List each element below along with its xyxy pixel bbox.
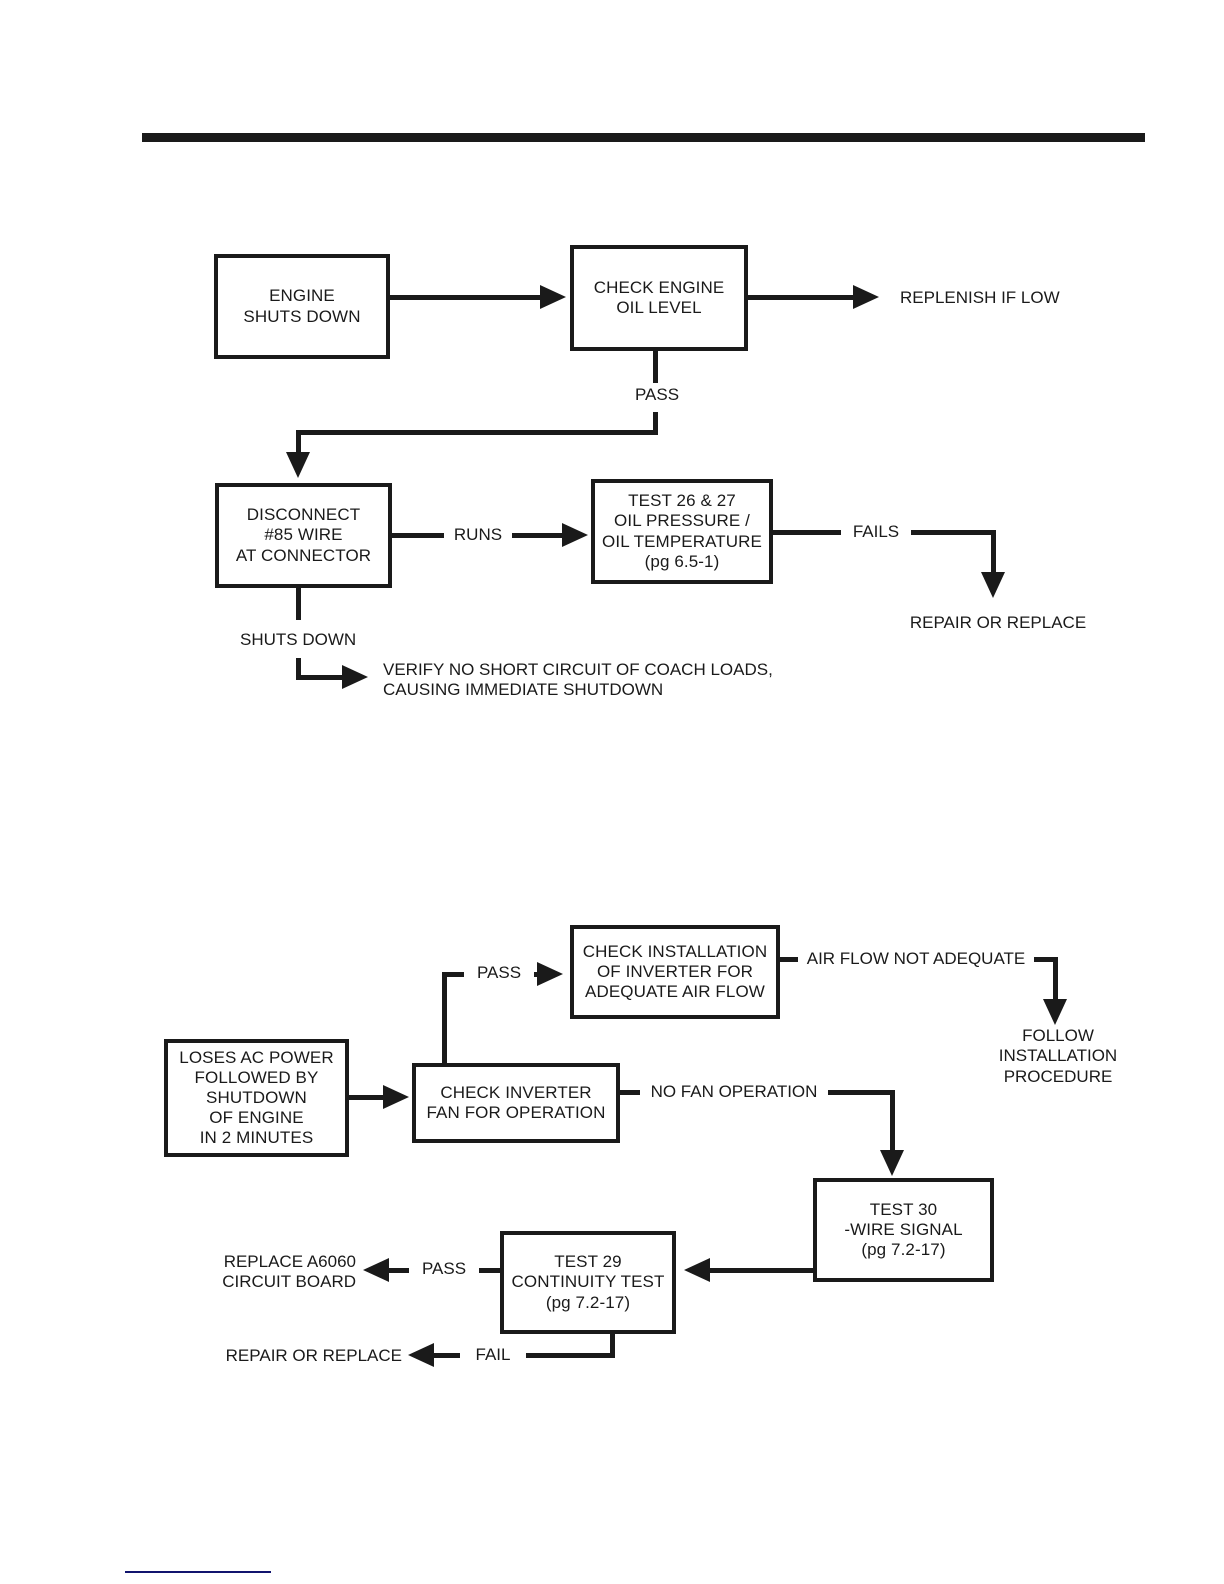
arrowhead-pass-to-replace-board [363, 1258, 389, 1282]
connector-test29-fail-down [610, 1334, 615, 1356]
box-check-engine-oil-level: CHECK ENGINE OIL LEVEL [570, 245, 748, 351]
connector-pass-stub-down [653, 351, 658, 383]
connector-test26-fails-a [773, 530, 841, 535]
box-loses-ac-power: LOSES AC POWER FOLLOWED BY SHUTDOWN OF E… [164, 1039, 349, 1157]
connector-airflow-down [1053, 957, 1058, 1001]
box-loses-ac-power-label: LOSES AC POWER FOLLOWED BY SHUTDOWN OF E… [179, 1047, 334, 1148]
label-runs: RUNS [444, 525, 512, 546]
connector-loses-ac-to-inverter [349, 1095, 383, 1100]
footer-rule [125, 1571, 271, 1573]
box-disconnect-85-wire: DISCONNECT #85 WIRE AT CONNECTOR [215, 483, 392, 588]
label-shuts-down: SHUTS DOWN [236, 630, 361, 651]
connector-pass-down-to-disconnect [296, 430, 301, 454]
label-verify-no-short-circuit: VERIFY NO SHORT CIRCUIT OF COACH LOADS, … [379, 660, 777, 701]
arrowhead-airflow-to-follow-procedure [1043, 999, 1067, 1025]
connector-airflow-a [780, 957, 798, 962]
label-fail: FAIL [460, 1345, 526, 1366]
label-air-flow-not-adequate: AIR FLOW NOT ADEQUATE [798, 949, 1034, 970]
header-rule [142, 133, 1145, 142]
box-test-30: TEST 30 -WIRE SIGNAL (pg 7.2-17) [813, 1178, 994, 1282]
box-disconnect-85-wire-label: DISCONNECT #85 WIRE AT CONNECTOR [235, 505, 372, 565]
label-repair-or-replace-2: REPAIR OR REPLACE [182, 1346, 406, 1367]
arrowhead-no-fan-to-test30 [880, 1150, 904, 1176]
arrowhead-shuts-down-to-verify [342, 665, 368, 689]
arrowhead-loses-ac-to-inverter [383, 1085, 409, 1109]
label-pass-oil-level: PASS [620, 385, 694, 406]
connector-test29-fail-left-a [517, 1353, 615, 1358]
connector-no-fan-down [890, 1090, 895, 1152]
label-pass-test29: PASS [409, 1259, 479, 1280]
connector-test29-fail-left-b [434, 1353, 462, 1358]
box-test-29-label: TEST 29 CONTINUITY TEST (pg 7.2-17) [511, 1252, 665, 1312]
box-check-installation-air-flow: CHECK INSTALLATION OF INVERTER FOR ADEQU… [570, 925, 780, 1019]
arrowhead-fail-to-repair-replace [408, 1343, 434, 1367]
connector-disconnect-runs-a [392, 533, 444, 538]
label-replenish-if-low: REPLENISH IF LOW [896, 288, 1064, 309]
box-check-inverter-fan-label: CHECK INVERTER FAN FOR OPERATION [426, 1082, 606, 1122]
box-check-installation-air-flow-label: CHECK INSTALLATION OF INVERTER FOR ADEQU… [582, 941, 768, 1002]
connector-no-fan-b [820, 1090, 895, 1095]
label-no-fan-operation: NO FAN OPERATION [640, 1082, 828, 1103]
label-fails: FAILS [841, 522, 911, 543]
connector-inverter-pass-up [442, 972, 447, 1064]
box-engine-shuts-down-label: ENGINE SHUTS DOWN [243, 286, 361, 326]
box-check-engine-oil-level-label: CHECK ENGINE OIL LEVEL [593, 277, 725, 317]
arrowhead-oil-check-to-replenish [853, 285, 879, 309]
arrowhead-pass-to-installation-check [537, 962, 563, 986]
connector-test26-fails-b [903, 530, 996, 535]
arrowhead-pass-to-disconnect [286, 452, 310, 478]
connector-oil-check-to-replenish [748, 295, 853, 300]
connector-shuts-down-elbow-h [296, 675, 342, 680]
box-test-26-27: TEST 26 & 27 OIL PRESSURE / OIL TEMPERAT… [591, 479, 773, 584]
box-test-29: TEST 29 CONTINUITY TEST (pg 7.2-17) [500, 1231, 676, 1334]
box-test-26-27-label: TEST 26 & 27 OIL PRESSURE / OIL TEMPERAT… [602, 491, 762, 571]
box-test-30-label: TEST 30 -WIRE SIGNAL (pg 7.2-17) [844, 1199, 963, 1260]
connector-disconnect-runs-b [504, 533, 562, 538]
label-follow-installation-procedure: FOLLOW INSTALLATION PROCEDURE [963, 1026, 1153, 1088]
label-repair-or-replace-1: REPAIR OR REPLACE [901, 613, 1095, 634]
connector-test30-to-test29 [710, 1268, 813, 1273]
connector-no-fan-a [620, 1090, 640, 1095]
label-pass-air-flow: PASS [464, 963, 534, 984]
arrowhead-fails-to-repair [981, 572, 1005, 598]
box-engine-shuts-down: ENGINE SHUTS DOWN [214, 254, 390, 359]
connector-pass-left [296, 430, 658, 435]
label-replace-a6060-circuit-board: REPLACE A6060 CIRCUIT BOARD [152, 1252, 360, 1293]
connector-disconnect-shuts-down [296, 588, 301, 620]
arrowhead-engine-to-oil-check [540, 285, 566, 309]
connector-engine-to-oil-check [390, 295, 540, 300]
box-check-inverter-fan: CHECK INVERTER FAN FOR OPERATION [412, 1063, 620, 1143]
arrowhead-test30-to-test29 [684, 1258, 710, 1282]
arrowhead-runs-to-test26 [562, 523, 588, 547]
connector-test29-pass-a [464, 1268, 500, 1273]
connector-inverter-pass-right-a [442, 972, 464, 977]
connector-fails-down [991, 530, 996, 574]
connector-pass-down-2 [653, 412, 658, 434]
connector-shuts-down-elbow-v [296, 658, 301, 680]
connector-airflow-b [1026, 957, 1058, 962]
connector-test29-pass-b [389, 1268, 411, 1273]
